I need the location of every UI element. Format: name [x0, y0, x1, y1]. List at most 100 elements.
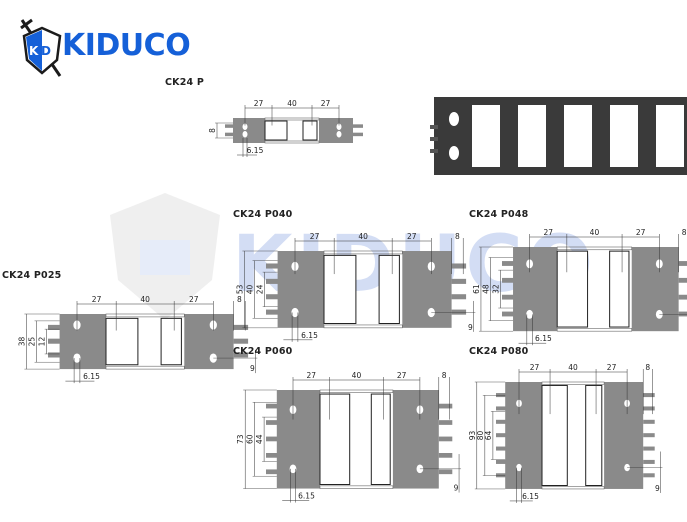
- pin-rail: [319, 485, 394, 489]
- kiduco-shield-logo-icon: K D: [20, 18, 62, 77]
- crossbar-link: [609, 250, 630, 328]
- pitch-dimension-label: 40: [352, 371, 362, 380]
- pin-rail: [264, 140, 320, 144]
- mounting-hole: [336, 131, 342, 138]
- watermark-shield-icon: [110, 193, 220, 320]
- offset-dimension-label: 9: [655, 484, 660, 493]
- side-tab: [233, 324, 249, 330]
- side-tab: [678, 294, 687, 300]
- hole-dimension-label: 6.15: [247, 146, 264, 155]
- height-dimension-label: 53: [235, 284, 244, 294]
- mounting-hole: [624, 463, 630, 472]
- side-tab: [678, 277, 687, 283]
- side-tab: [678, 311, 687, 317]
- pitch-dimension-label: 40: [568, 363, 578, 372]
- side-tab: [496, 446, 507, 451]
- drawing-title: CK24 P025: [2, 270, 62, 281]
- tab-dimension-label: 8: [682, 228, 687, 237]
- height-dimension-label: 60: [246, 434, 255, 444]
- height-dimension-label: 40: [246, 284, 255, 294]
- crossbar-link: [556, 250, 589, 328]
- side-tab: [502, 294, 515, 300]
- left-side-plate: [277, 251, 324, 328]
- offset-dimension-label: 9: [454, 484, 459, 493]
- side-tab: [266, 469, 279, 475]
- mounting-hole: [289, 464, 297, 474]
- side-tab: [438, 420, 453, 425]
- tab-dimension-label: 8: [442, 371, 447, 380]
- left-side-plate: [513, 247, 558, 332]
- height-dimension-label: 32: [491, 284, 500, 294]
- side-tab: [451, 294, 467, 300]
- height-dimension-label: 8: [208, 128, 217, 133]
- drawing-title: CK24 P040: [233, 209, 293, 220]
- hole-dimension-label: 6.15: [301, 331, 318, 340]
- side-tab: [496, 393, 507, 398]
- side-tab: [233, 352, 249, 358]
- tab-dimension-label: 8: [237, 295, 242, 304]
- side-tab: [233, 338, 249, 344]
- drawing-title: CK24 P: [165, 77, 205, 88]
- crossbar-link: [105, 317, 139, 366]
- pin-rail: [105, 313, 185, 318]
- pitch-dimension-label: 40: [590, 228, 600, 237]
- mounting-hole: [526, 309, 534, 319]
- side-tab: [353, 124, 363, 128]
- pitch-dimension-label: 40: [358, 232, 368, 241]
- side-tab: [496, 406, 507, 411]
- side-tab: [266, 294, 280, 300]
- pitch-dimension-label: 27: [321, 99, 331, 108]
- crossbar-link: [370, 393, 391, 485]
- right-side-plate: [631, 247, 679, 332]
- brand-name: KIDUCO: [62, 28, 191, 63]
- pitch-dimension-label: 27: [607, 363, 617, 372]
- height-dimension-label: 44: [255, 434, 264, 444]
- crossbar-link: [541, 384, 568, 487]
- side-tab: [266, 420, 279, 425]
- side-tab: [502, 261, 515, 266]
- crossbar-link: [585, 384, 603, 487]
- crossbar-link: [160, 317, 182, 366]
- mounting-hole: [516, 463, 522, 472]
- left-side-plate: [505, 382, 542, 489]
- hole-dimension-label: 6.15: [298, 492, 315, 501]
- height-dimension-label: 73: [236, 434, 245, 444]
- height-dimension-label: 38: [17, 337, 26, 347]
- tab-dimension-label: 8: [645, 363, 650, 372]
- side-tab: [266, 453, 279, 458]
- side-tab: [438, 469, 453, 475]
- side-tab: [496, 473, 507, 478]
- crossbar-link: [302, 120, 318, 141]
- pin-rail: [556, 246, 633, 251]
- height-dimension-label: 12: [38, 337, 47, 347]
- pin-rail: [319, 389, 394, 394]
- side-tab: [643, 446, 655, 451]
- left-side-plate: [276, 390, 320, 489]
- side-tab: [48, 352, 62, 358]
- offset-dimension-label: 9: [250, 364, 255, 373]
- side-tab: [438, 453, 453, 458]
- left-side-plate: [233, 118, 265, 143]
- mounting-hole: [73, 353, 81, 363]
- drawing-title: CK24 P048: [469, 209, 529, 220]
- right-side-plate: [392, 390, 439, 489]
- mounting-hole: [291, 307, 299, 318]
- height-dimension-label: 48: [482, 284, 491, 294]
- side-tab: [451, 263, 467, 269]
- pitch-dimension-label: 27: [189, 295, 199, 304]
- right-side-plate: [604, 382, 644, 489]
- drawing-title: CK24 P060: [233, 346, 293, 357]
- tab-dimension-label: 8: [455, 232, 460, 241]
- side-tab: [496, 433, 507, 438]
- pin-rail: [541, 381, 605, 385]
- pitch-dimension-label: 27: [530, 363, 540, 372]
- offset-dimension-label: 9: [468, 323, 473, 332]
- side-tab: [643, 459, 655, 464]
- hole-dimension-label: 6.15: [535, 334, 552, 343]
